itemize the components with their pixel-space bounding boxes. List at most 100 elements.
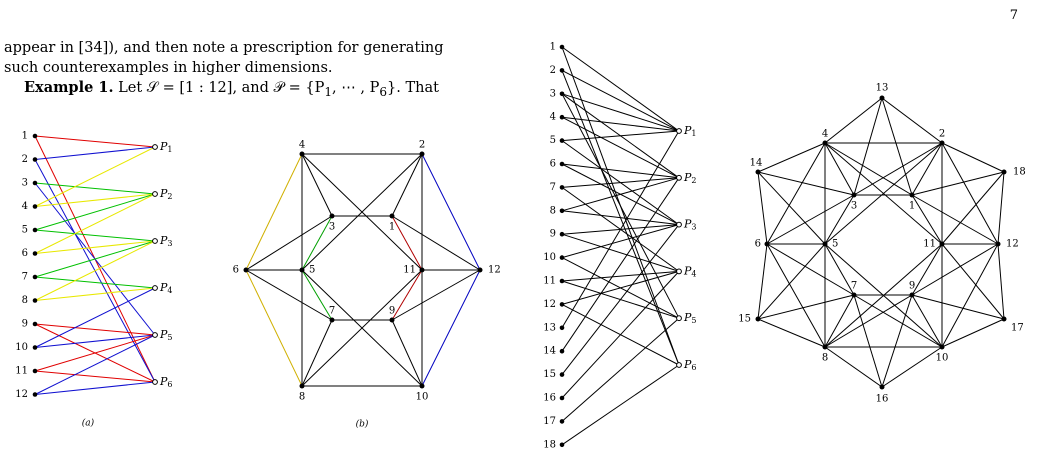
edge-6-P3 bbox=[34, 240, 156, 254]
node-P1 bbox=[676, 128, 682, 134]
edge-4-1 bbox=[824, 142, 913, 196]
node-13 bbox=[559, 325, 565, 331]
edge-17-11 bbox=[941, 243, 1005, 320]
node-label-15: 15 bbox=[543, 369, 556, 380]
text-line-1: appear in [34]), and then note a prescri… bbox=[4, 40, 444, 56]
node-label-1: 1 bbox=[389, 222, 395, 233]
edge-10-9 bbox=[911, 294, 943, 348]
edge-2-18 bbox=[941, 142, 1005, 173]
node-6 bbox=[243, 267, 249, 273]
edge-6-8 bbox=[245, 269, 303, 387]
node-label-P4: P4 bbox=[683, 264, 697, 278]
node-label-6: 6 bbox=[755, 239, 761, 250]
edge-4-P2 bbox=[561, 116, 680, 179]
edge-16-9 bbox=[881, 294, 913, 388]
edge-10-P3 bbox=[561, 224, 680, 259]
edge-2-12 bbox=[421, 153, 481, 271]
edge-8-P2 bbox=[561, 177, 680, 212]
edge-4-P2 bbox=[34, 193, 156, 207]
node-label-P5: P5 bbox=[159, 328, 173, 342]
edge-16-P4 bbox=[561, 271, 680, 399]
node-7 bbox=[851, 292, 857, 298]
edge-13-P1 bbox=[561, 130, 680, 329]
edge-1-11 bbox=[911, 194, 943, 245]
subscript-1: 1 bbox=[324, 84, 333, 99]
node-label-11: 11 bbox=[923, 239, 936, 250]
node-10 bbox=[419, 383, 425, 389]
example-text: Let 𝒮 = [1 : 12], and 𝒫 = {P bbox=[118, 80, 325, 96]
node-P2 bbox=[676, 174, 682, 181]
node-15 bbox=[755, 316, 761, 322]
node-label-8: 8 bbox=[822, 353, 828, 364]
edge-11-P6 bbox=[34, 370, 156, 383]
node-label-7: 7 bbox=[550, 182, 556, 193]
node-label-5: 5 bbox=[550, 135, 556, 146]
node-label-8: 8 bbox=[550, 205, 556, 216]
edge-18-11 bbox=[941, 171, 1005, 245]
node-label-9: 9 bbox=[389, 306, 395, 317]
node-label-3: 3 bbox=[550, 88, 556, 99]
edge-16-7 bbox=[853, 294, 883, 388]
edge-8-P3 bbox=[34, 240, 156, 301]
edge-15-P3 bbox=[561, 224, 680, 375]
node-5 bbox=[822, 241, 828, 247]
node-label-4: 4 bbox=[822, 129, 828, 140]
edge-4-P1 bbox=[561, 116, 680, 132]
edge-6-7 bbox=[766, 243, 855, 296]
node-label-18: 18 bbox=[1013, 167, 1026, 178]
edge-7-P2 bbox=[561, 177, 680, 188]
edge-12-10 bbox=[941, 243, 999, 348]
node-P3 bbox=[676, 221, 682, 228]
edge-12-2 bbox=[941, 142, 999, 245]
node-5 bbox=[32, 227, 38, 233]
edge-1-P1 bbox=[561, 46, 680, 132]
edge-15-7 bbox=[757, 294, 855, 320]
edge-12-17 bbox=[997, 243, 1005, 320]
node-10 bbox=[939, 344, 945, 350]
node-label-7: 7 bbox=[851, 281, 857, 292]
body-text: appear in [34]), and then note a prescri… bbox=[4, 38, 504, 102]
node-label-17: 17 bbox=[1011, 323, 1024, 334]
subscript-6: 6 bbox=[379, 84, 388, 99]
node-9 bbox=[32, 321, 38, 327]
edge-4-3 bbox=[301, 153, 333, 217]
edge-12-P6 bbox=[34, 381, 156, 395]
node-label-3: 3 bbox=[851, 201, 857, 212]
edge-3-P2 bbox=[34, 182, 156, 195]
node-label-9: 9 bbox=[550, 229, 556, 240]
edge-2-P1 bbox=[561, 69, 680, 132]
node-P6 bbox=[152, 379, 158, 385]
node-P4 bbox=[152, 285, 158, 291]
node-15 bbox=[559, 372, 565, 377]
edge-8-P3 bbox=[561, 210, 680, 226]
node-11 bbox=[32, 368, 38, 374]
node-1 bbox=[909, 192, 915, 198]
edge-1-P1 bbox=[34, 135, 156, 148]
text-line-2: such counterexamples in higher dimension… bbox=[4, 60, 333, 76]
node-2 bbox=[939, 140, 945, 146]
node-12 bbox=[477, 267, 483, 273]
edge-6-4 bbox=[766, 142, 826, 245]
node-label-14: 14 bbox=[543, 346, 556, 357]
edge-14-3 bbox=[757, 171, 855, 196]
node-6 bbox=[559, 161, 565, 167]
node-label-14: 14 bbox=[750, 158, 763, 169]
edge-5-P1 bbox=[561, 130, 680, 142]
edge-2-1 bbox=[391, 153, 423, 217]
node-label-6: 6 bbox=[22, 248, 28, 259]
node-7 bbox=[559, 185, 565, 190]
edge-17-P5 bbox=[561, 317, 680, 422]
node-label-11: 11 bbox=[403, 265, 416, 276]
page-number: 7 bbox=[1009, 8, 1018, 23]
node-label-1: 1 bbox=[22, 131, 28, 142]
node-label-6: 6 bbox=[550, 159, 556, 170]
edge-3-5 bbox=[824, 194, 855, 245]
node-label-P1: P1 bbox=[159, 140, 173, 154]
edge-6-3 bbox=[766, 194, 855, 245]
edge-17-9 bbox=[911, 294, 1005, 320]
edge-11-P4 bbox=[561, 270, 680, 282]
node-label-10: 10 bbox=[15, 342, 28, 353]
example-tail: , ⋯ , P bbox=[332, 80, 380, 96]
node-5 bbox=[559, 138, 565, 143]
